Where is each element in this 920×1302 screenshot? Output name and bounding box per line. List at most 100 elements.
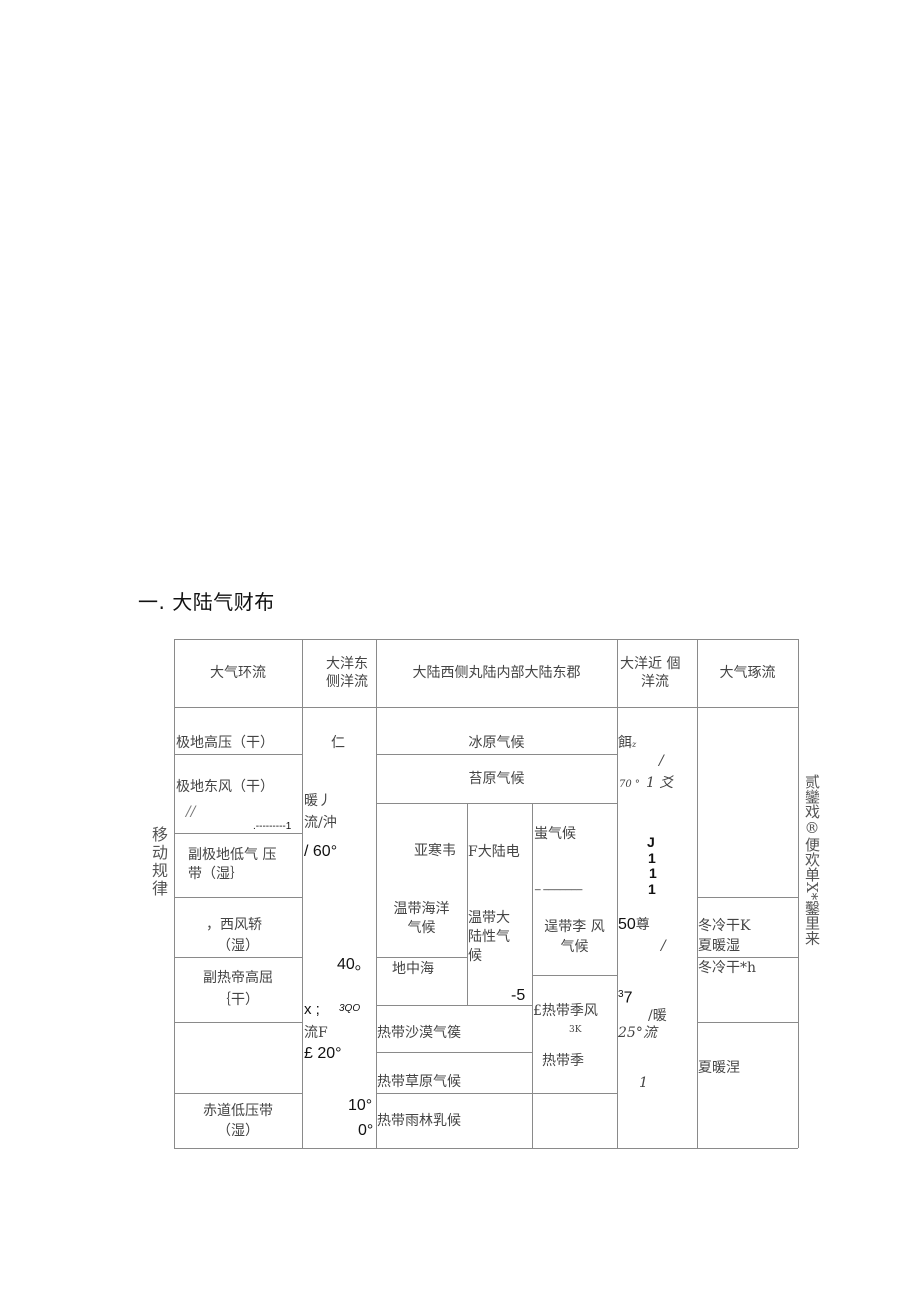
east-top-mark: 仁	[331, 735, 345, 751]
right-summer-warm-wet-2: 夏暖涅	[698, 1060, 740, 1076]
east-lat-20: £ 20°	[304, 1045, 342, 1062]
table-border-bottom	[174, 1148, 798, 1149]
west-sub-z: z	[632, 740, 637, 749]
row-line-mid-5	[376, 1005, 532, 1006]
west-one-a: 1	[648, 850, 656, 866]
west-lat-70: 70 °	[619, 779, 640, 790]
row-line-mid-6	[376, 1052, 532, 1053]
east-lat-60: / 60°	[304, 843, 338, 860]
row-line-mid-1	[376, 754, 617, 755]
west-top-mark: 餌z	[618, 734, 636, 754]
climate-temperate-continental-line1: 温带大	[468, 910, 510, 926]
row-line-left-3	[174, 897, 302, 898]
climate-tropical-savanna: 热带草原气候	[377, 1074, 461, 1090]
west-one-c: 1	[648, 881, 656, 897]
belt-subpolar-low-line2: 带（湿｝	[188, 866, 244, 882]
east-lat-10: 10°	[348, 1097, 373, 1114]
east-x-mark: x ;	[304, 1001, 320, 1018]
col-line-7	[798, 639, 799, 1148]
west-sup-3: 3	[618, 989, 624, 1000]
header-divider	[174, 707, 798, 708]
east-lat-0: 0°	[358, 1122, 374, 1139]
row-line-left-1	[174, 754, 302, 755]
row-line-mid-7	[376, 1093, 617, 1094]
west-warm: /暖	[648, 1008, 667, 1024]
left-side-label: 移动规律	[149, 826, 168, 898]
belt-subtropical-high-line1: 副热帝高屈	[203, 970, 273, 986]
west-seven: 7	[623, 989, 633, 1007]
climate-temperate-continental-line2: 陆性气	[468, 929, 510, 945]
belt-polar-easterlies: 极地东风（干）	[176, 779, 274, 795]
belt-westerlies-line2: （湿）	[217, 938, 259, 954]
col-line-1	[302, 639, 303, 1148]
climate-monsoon-partial: 蚩气候	[534, 826, 576, 842]
belt-subtropical-high-line2: ｛干）	[217, 992, 259, 1008]
west-one-b: 1	[649, 865, 657, 881]
row-line-left-6	[174, 1093, 302, 1094]
climate-temperate-monsoon-line2: 气候	[560, 939, 589, 955]
dash-line-mark: _ _______	[535, 880, 583, 891]
west-37: 37	[618, 985, 632, 1009]
climate-tropical-rainforest: 热带雨林乳候	[377, 1113, 461, 1129]
climate-tropical-monsoon: £热带季风	[533, 1003, 598, 1019]
belt-subpolar-low-line1: 副极地低气 压	[188, 847, 277, 863]
east-warm-current-line2: 流/沖	[304, 815, 337, 831]
right-summer-warm-wet: 夏暖湿	[698, 938, 740, 954]
climate-tundra: 苔原气候	[468, 771, 525, 787]
right-side-label: 贰鑾戏®便欢单X*鑿里来	[803, 774, 821, 946]
west-one-cross: 1 爻	[646, 775, 674, 791]
west-slash-1: /	[659, 753, 664, 769]
right-winter-cold-dry-k: 冬冷干K	[698, 918, 751, 934]
west-lat-25: 25°流	[618, 1025, 657, 1041]
west-lat-50: 50尊	[618, 915, 650, 935]
header-west-ocean-current-line2: 洋流	[641, 674, 669, 690]
row-line-mid-2	[376, 803, 617, 804]
climate-temperate-maritime-line1: 温带海洋	[393, 901, 450, 917]
slashes-mark: //	[186, 804, 196, 820]
belt-equatorial-low-line1: 赤道低压带	[203, 1103, 273, 1119]
belt-polar-high: 极地高压（干）	[176, 735, 274, 751]
climate-temperate-monsoon-line1: 逞带李 风	[544, 919, 605, 935]
climate-mediterranean: 地中海	[392, 961, 434, 977]
row-line-right-2	[697, 957, 798, 958]
belt-equatorial-low-line2: （湿）	[217, 1123, 259, 1139]
header-east-ocean-current-line1: 大洋东	[326, 656, 368, 672]
header-continent-sides: 大陆西侧丸陆内部大陆东郡	[412, 665, 581, 681]
header-west-ocean-current-line1: 大洋近 個	[620, 656, 681, 672]
row-line-left-2	[174, 833, 302, 834]
col-line-5	[617, 639, 618, 1148]
row-line-mid-3	[376, 957, 467, 958]
climate-subarctic: 亚寒韦	[414, 843, 456, 859]
east-current-f: 流F	[304, 1025, 328, 1041]
west-zun: 尊	[635, 917, 650, 933]
minus-five-mark: -5	[511, 987, 526, 1004]
west-top-char: 餌	[618, 735, 632, 751]
header-atmospheric-circulation-2: 大气琢流	[719, 665, 776, 681]
col-line-6	[697, 639, 698, 1148]
east-lat-40: 40。	[337, 956, 371, 973]
east-warm-current-line1: 暖丿	[304, 793, 332, 809]
row-line-left-4	[174, 957, 302, 958]
west-50: 50	[618, 916, 636, 933]
col-line-2	[376, 639, 377, 1148]
row-line-mid-4	[532, 975, 617, 976]
section-title: 一. 大陆气财布	[138, 590, 275, 614]
col-line-0	[174, 639, 175, 1148]
east-3qo-mark: 3QO	[339, 1003, 361, 1014]
climate-temperate-continental-line3: 候	[468, 948, 482, 964]
west-one-bottom: 1	[639, 1075, 648, 1091]
col-line-3	[467, 803, 468, 1005]
header-atmospheric-circulation: 大气环流	[210, 665, 266, 681]
climate-tropical-desert: 热带沙漠气篌	[377, 1025, 461, 1041]
climate-temperate-maritime-line2: 气候	[407, 920, 436, 936]
right-winter-cold-dry-h: 冬冷干*h	[698, 960, 757, 976]
climate-ice-cap: 冰原气候	[468, 735, 525, 751]
west-j-mark: J	[647, 834, 655, 850]
row-line-right-3	[697, 1022, 798, 1023]
mark-3k: 3K	[569, 1025, 582, 1035]
climate-continental-f-label: F大陆电	[468, 844, 520, 860]
dash-one-mark: .---------1	[253, 821, 292, 832]
row-line-right-1	[697, 897, 798, 898]
climate-continental-f: F大陆电	[468, 842, 520, 862]
belt-westerlies-line1: ，西风轿	[206, 917, 262, 933]
